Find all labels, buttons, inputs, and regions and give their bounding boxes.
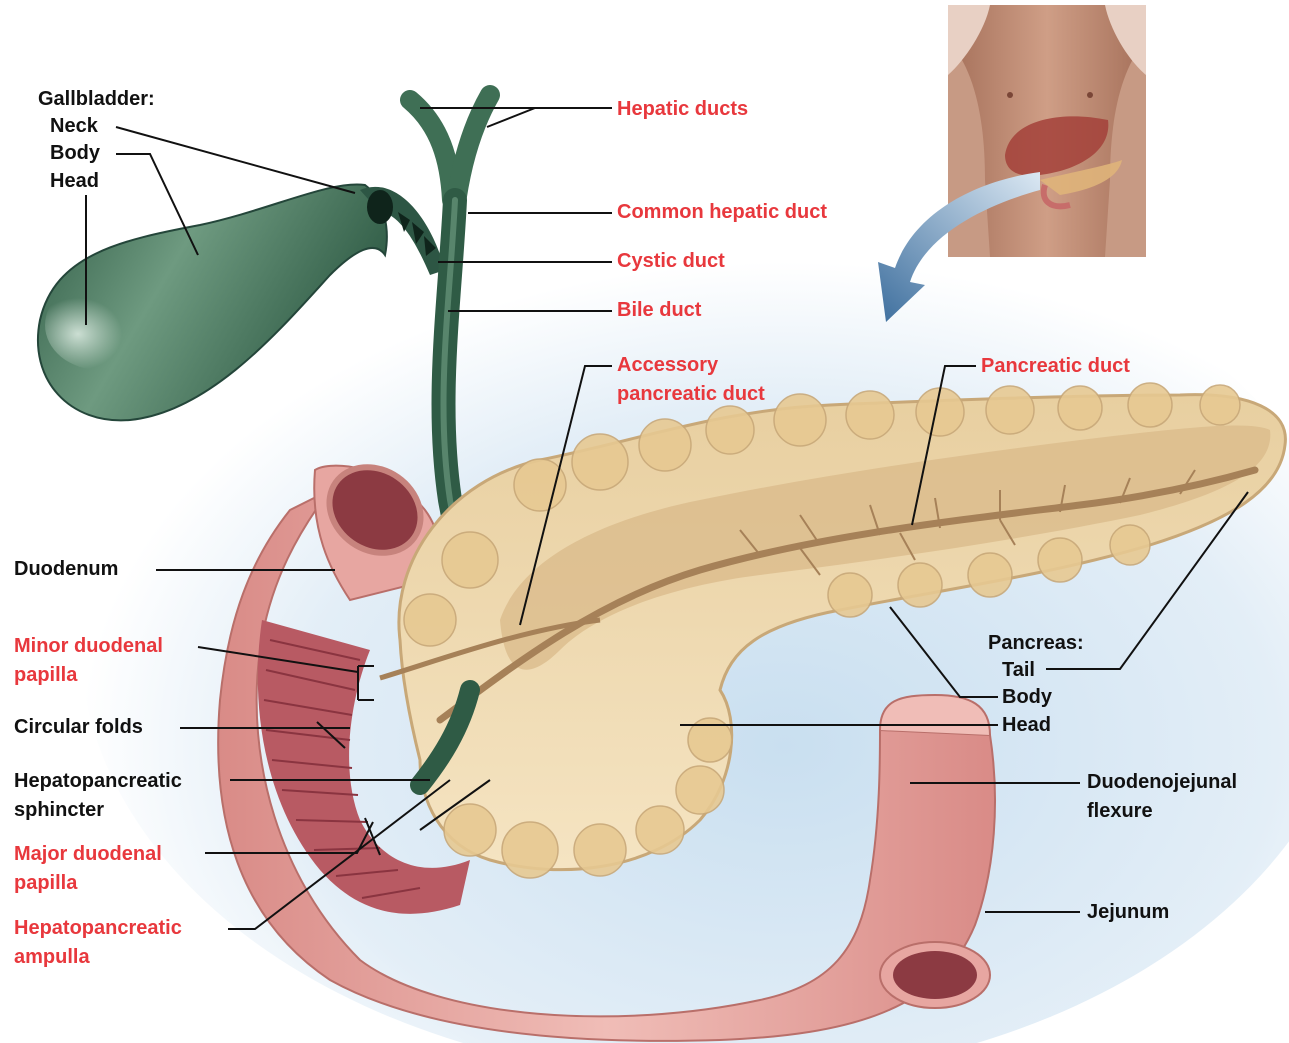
accessory-pancreatic-duct-label-line1: Accessory [617,351,718,380]
duodenum-label: Duodenum [14,555,118,584]
hepatopancreatic-sphincter-label-line1: Hepatopancreatic [14,767,182,796]
circular-folds-label: Circular folds [14,713,143,742]
jejunum-label: Jejunum [1087,898,1169,927]
hepatopancreatic-ampulla-label-line1: Hepatopancreatic [14,914,182,943]
minor-duodenal-papilla-label-line1: Minor duodenal [14,632,163,661]
hepatopancreatic-ampulla-label-line2: ampulla [14,943,90,972]
pancreatic-duct-label: Pancreatic duct [981,352,1130,381]
hepatic-ducts-label: Hepatic ducts [617,95,748,124]
gallbladder-body-label: Body [50,139,100,168]
accessory-pancreatic-duct-label-line2: pancreatic duct [617,380,765,409]
major-duodenal-papilla-label-line2: papilla [14,869,77,898]
pancreas-head-label: Head [1002,711,1051,740]
pancreas-tail-label: Tail [1002,656,1035,685]
pancreas-title: Pancreas: [988,629,1084,658]
gallbladder-neck-label: Neck [50,112,98,141]
gallbladder-head-label: Head [50,167,99,196]
minor-duodenal-papilla-label-line2: papilla [14,661,77,690]
torso-inset-image [948,5,1146,257]
gallbladder-title: Gallbladder: [38,85,155,114]
duodenojejunal-flexure-label-line1: Duodenojejunal [1087,768,1237,797]
bile-duct-label: Bile duct [617,296,701,325]
duodenojejunal-flexure-label-line2: flexure [1087,797,1153,826]
major-duodenal-papilla-label-line1: Major duodenal [14,840,162,869]
hepatopancreatic-sphincter-label-line2: sphincter [14,796,104,825]
pancreas-body-label: Body [1002,683,1052,712]
common-hepatic-duct-label: Common hepatic duct [617,198,827,227]
cystic-duct-label: Cystic duct [617,247,725,276]
